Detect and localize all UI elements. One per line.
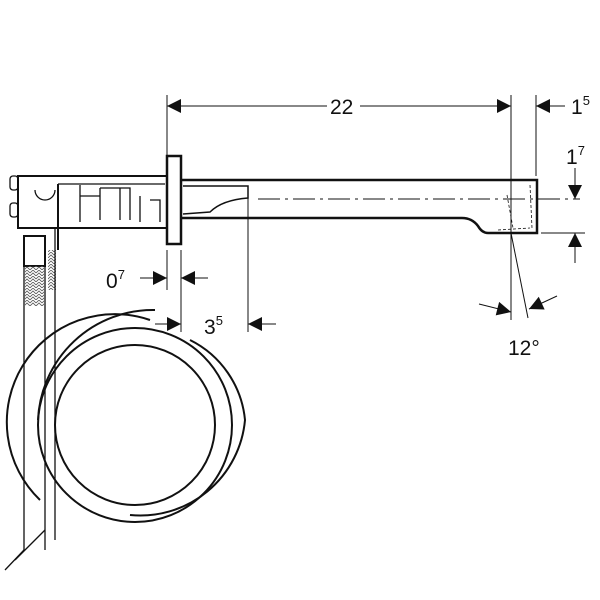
hose [4, 228, 56, 571]
wall-plate [165, 154, 183, 246]
extension-lines [166, 95, 585, 332]
dim-spout-offset-label: 15 [571, 93, 590, 119]
dim-angle-label: 12° [508, 337, 540, 360]
hose-coil [5, 308, 247, 523]
dim-length-label: 22 [330, 96, 353, 119]
spout [181, 178, 539, 235]
dimension-arrows [140, 99, 582, 331]
dim-plate-thickness-label: 07 [106, 267, 125, 293]
dim-insert-depth-label: 35 [204, 313, 223, 339]
dim-spout-height-label: 17 [566, 143, 585, 169]
valve-body [9, 175, 168, 250]
